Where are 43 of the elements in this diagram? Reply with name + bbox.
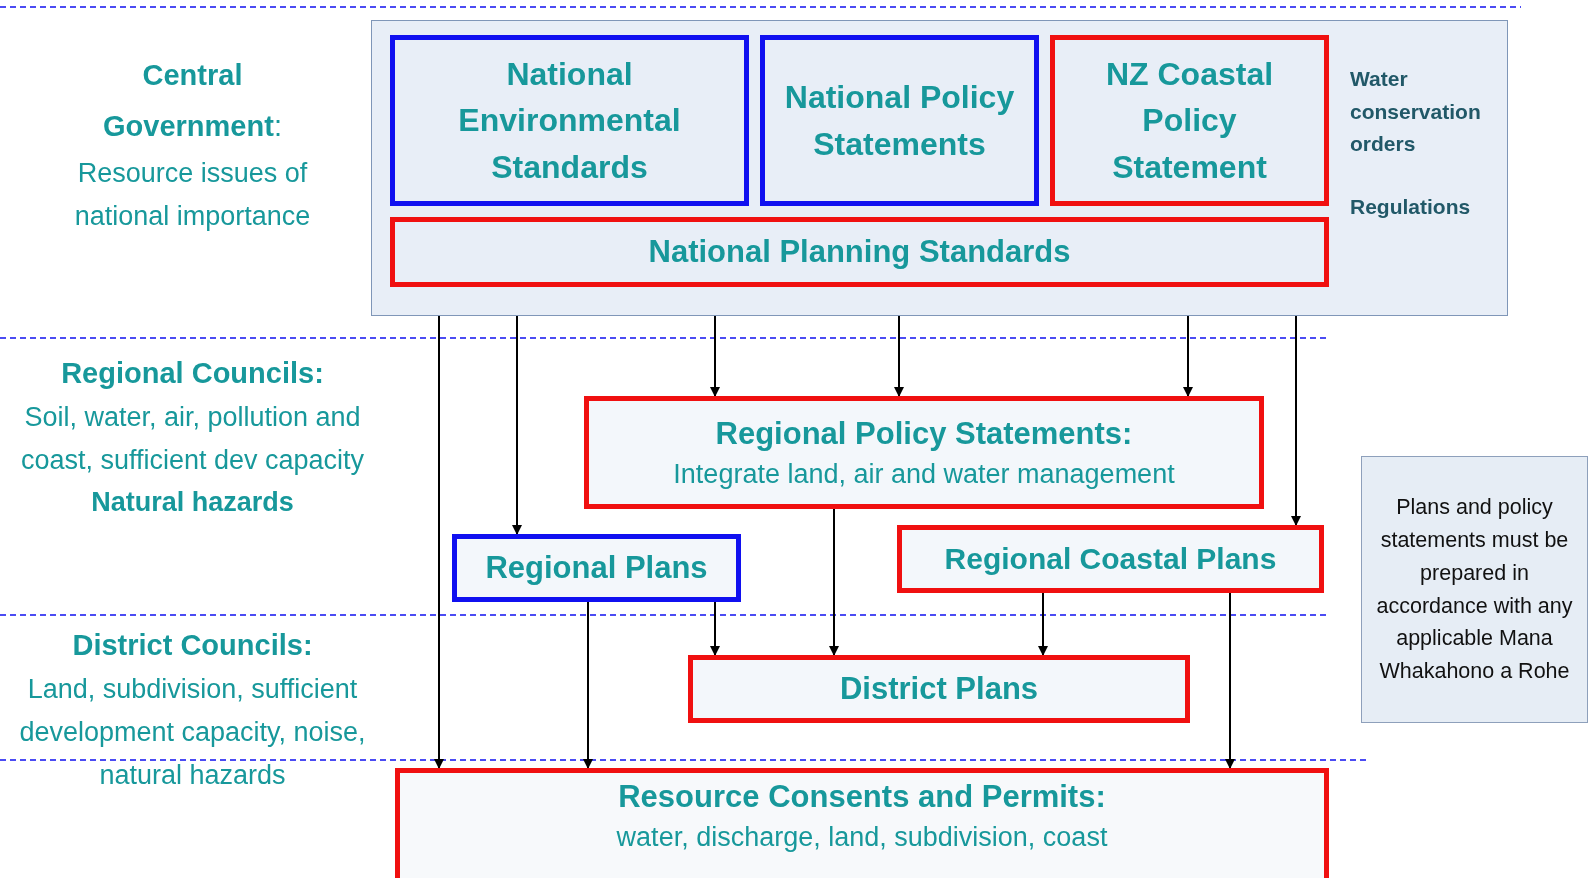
- arrow: [894, 315, 904, 397]
- plan-box: [452, 534, 741, 602]
- plan-box: [688, 655, 1190, 723]
- box-title: Resource Consents and Permits:: [618, 778, 1106, 816]
- arrow: [1038, 592, 1048, 656]
- tier-description: Resource issues of national importance: [73, 156, 312, 233]
- tier-description: Land, subdivision, sufficient development capacity, noise, natural hazards: [18, 672, 367, 792]
- arrow: [1183, 315, 1193, 397]
- box-title: NZ Coastal Policy Statement: [1104, 54, 1275, 187]
- side-note: Regulations: [1350, 193, 1472, 220]
- arrow: [583, 601, 593, 769]
- tier-heading: District Councils:: [72, 628, 313, 663]
- arrow: [434, 315, 444, 769]
- plan-box: [760, 35, 1039, 206]
- central-government-panel: [371, 20, 1508, 316]
- tier-description: Soil, water, air, pollution and coast, sufficient dev capacity: [19, 400, 366, 477]
- note-box: [1361, 456, 1588, 723]
- box-subtitle: Integrate land, air and water management: [673, 458, 1175, 492]
- plan-box: [584, 396, 1264, 509]
- arrow: [1291, 315, 1301, 526]
- tier-heading: Regional Councils:: [61, 356, 324, 391]
- plan-box: [390, 217, 1329, 287]
- arrow: [1225, 592, 1235, 769]
- tier-heading: Central Government:: [102, 58, 283, 144]
- box-title: Regional Plans: [485, 548, 708, 587]
- note-text: Plans and policy statements must be prepared in accordance with any applicable Mana Whakahono a Rohe: [1375, 494, 1574, 685]
- box-title: National Planning Standards: [648, 232, 1071, 271]
- box-title: Regional Coastal Plans: [944, 541, 1277, 578]
- plan-box: [395, 768, 1329, 878]
- plan-box: [897, 525, 1324, 593]
- box-subtitle: water, discharge, land, subdivision, coast: [616, 820, 1108, 854]
- box-title: Regional Policy Statements:: [715, 415, 1133, 454]
- arrow: [512, 315, 522, 535]
- arrow: [829, 508, 839, 656]
- side-note: Water conservation orders: [1350, 66, 1482, 158]
- plan-box: [1050, 35, 1329, 206]
- box-title: National Environmental Standards: [457, 54, 682, 187]
- tier-description: Natural hazards: [91, 485, 294, 519]
- arrow: [710, 601, 720, 656]
- box-title: District Plans: [839, 669, 1039, 708]
- box-title: National Policy Statements: [783, 78, 1016, 164]
- plan-box: [390, 35, 749, 206]
- arrow: [710, 315, 720, 397]
